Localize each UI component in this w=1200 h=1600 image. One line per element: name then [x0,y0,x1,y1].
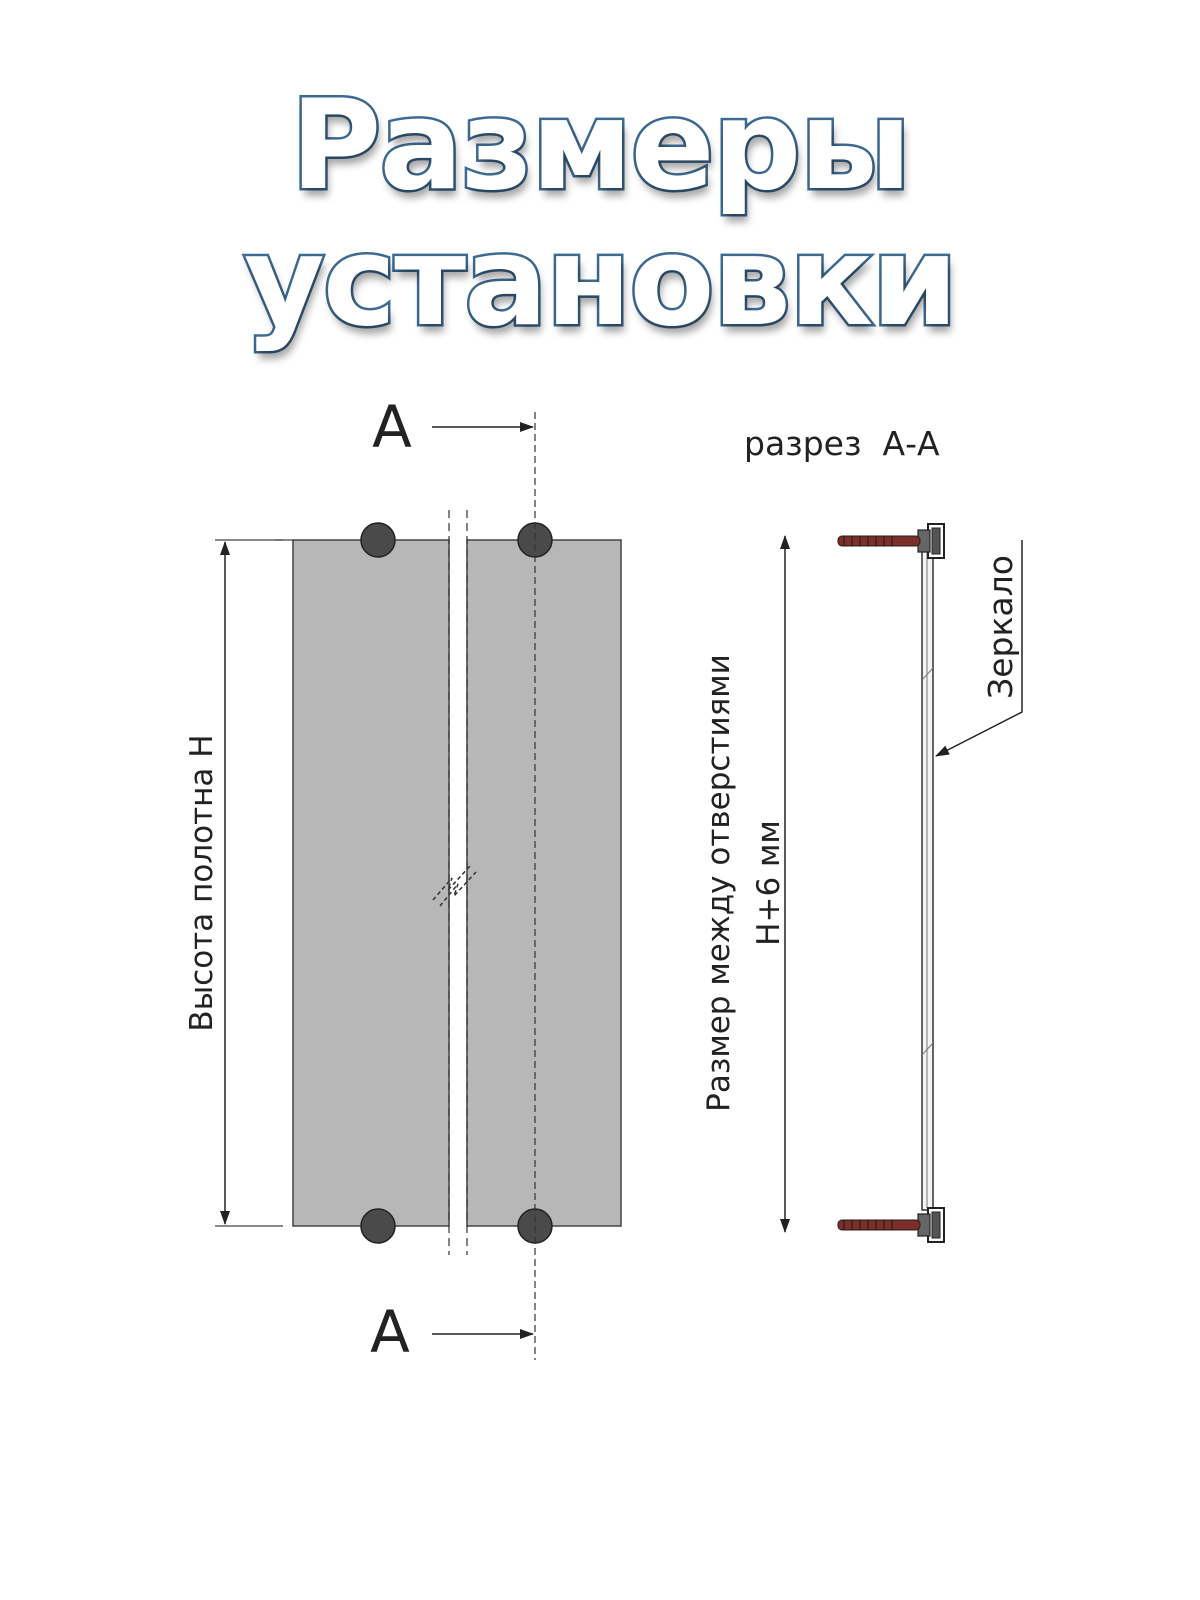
hole-distance-label-line2: Н+6 мм [751,820,787,946]
top-holder [837,523,945,559]
section-marker-top: А [372,393,534,461]
section-marker-bottom: А [370,1298,534,1366]
bottom-holder [837,1207,945,1243]
mirror-section-view: Зеркало [837,523,1023,1243]
panel-left-half [292,539,450,1227]
hole-distance-label-line1: Размер между отверстиями [701,654,737,1112]
screw-icon [837,1219,921,1231]
mirror-front-view [215,412,622,1360]
mount-circle-icon [360,522,396,558]
panel-right-half [466,539,622,1227]
mirror-label: Зеркало [981,555,1020,699]
section-marker-bottom-letter: А [370,1298,410,1366]
height-label: Высота полотна Н [184,734,220,1031]
mirror-leader: Зеркало [935,540,1023,757]
height-dimension: Высота полотна Н [184,541,230,1225]
page-title: Размеры установки [241,74,960,355]
hole-distance-dimension: Размер между отверстиями Н+6 мм [701,535,790,1233]
mount-circle-icon [360,1208,396,1244]
section-marker-top-letter: А [372,393,412,461]
break-symbol-icon [432,865,477,907]
section-label: разрез А-А [744,424,940,463]
screw-icon [837,535,921,547]
